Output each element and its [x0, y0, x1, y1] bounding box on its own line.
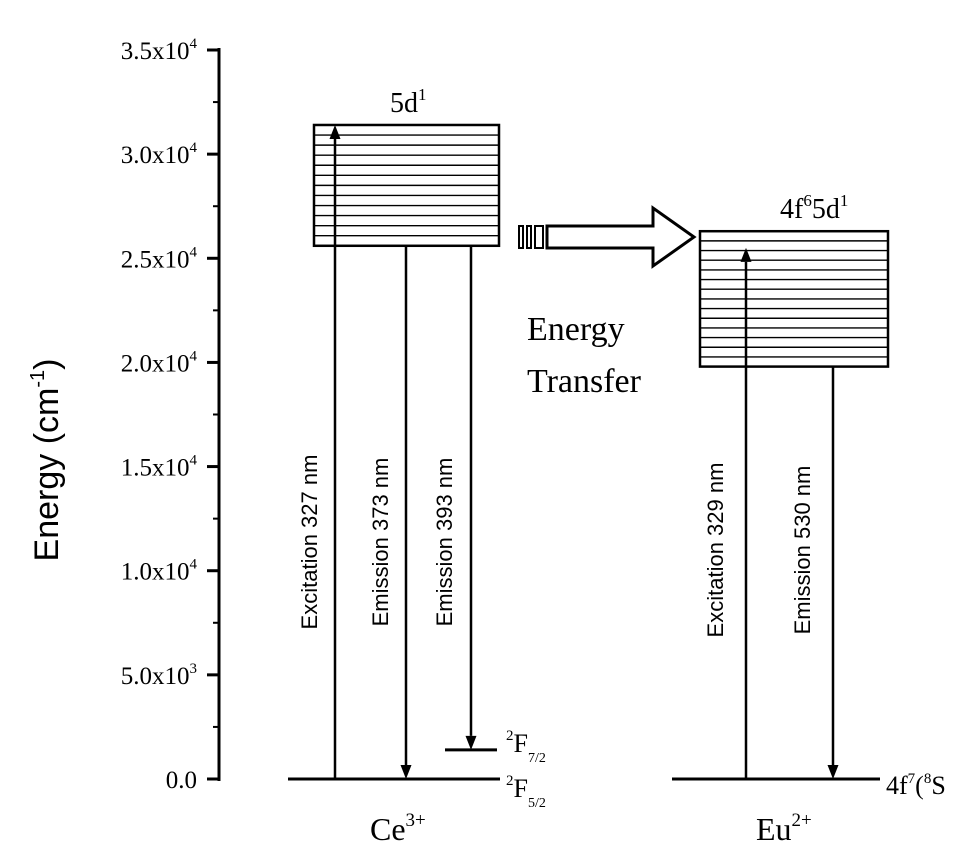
arrowhead-icon — [465, 735, 477, 750]
y-axis-title-sup: -1 — [27, 370, 49, 388]
y-tick-label: 5.0x103 — [121, 661, 197, 690]
arrowhead-icon — [400, 765, 412, 779]
eu-ion-label: Eu2+ — [756, 810, 812, 847]
svg-text:Energy (cm-1): Energy (cm-1) — [27, 359, 66, 562]
ce-ground-term-label: 2F5/2 — [506, 773, 546, 811]
y-axis-title: Energy (cm-1) — [27, 359, 66, 562]
transition-emission-arrow — [827, 366, 839, 779]
eu-ground-term-label: 4f7(8S — [886, 771, 946, 800]
transition-excitation-arrow — [329, 124, 341, 779]
y-axis-title-main: Energy (cm — [28, 388, 66, 562]
ce-transitions: Excitation 327 nm Emission 373 nm Emission… — [297, 124, 477, 779]
y-axis: 0.0 5.0x103 1.0x104 1.5x104 2.0x104 2.5x104 3.… — [27, 36, 221, 794]
transition-label: Emission 373 nm — [368, 458, 393, 627]
y-tick-label: 1.5x104 — [121, 453, 198, 482]
y-axis-title-close: ) — [28, 359, 66, 370]
y-tick-label: 2.0x104 — [121, 348, 198, 377]
transition-label: Excitation 329 nm — [703, 463, 728, 638]
energy-transfer-line1: Energy — [527, 311, 625, 348]
eu-band-label: 4f65d1 — [780, 191, 848, 225]
transition-emission-arrow — [400, 245, 412, 779]
eu-system: 4f65d1 4f7(8S Excitation 329 nm Emission … — [672, 191, 946, 847]
eu-4f65d-band — [698, 229, 890, 368]
transition-label: Emission 530 nm — [790, 466, 815, 635]
eu-transitions: Excitation 329 nm Emission 530 nm — [703, 247, 839, 779]
transition-label: Emission 393 nm — [432, 458, 457, 627]
ce-system: 5d1 2F7/2 2F5/2 Excitation 327 nm Emissio… — [288, 85, 546, 847]
y-tick-label: 3.5x104 — [121, 36, 198, 65]
transition-label: Excitation 327 nm — [297, 455, 322, 630]
energy-transfer-arrow-icon — [518, 205, 697, 269]
arrowhead-icon — [740, 247, 752, 262]
arrowhead-icon — [827, 765, 839, 779]
transition-excitation-arrow — [740, 247, 752, 779]
energy-transfer-line2: Transfer — [527, 363, 642, 400]
ce-ion-label: Ce3+ — [370, 810, 426, 847]
y-tick-label: 1.0x104 — [121, 557, 198, 586]
energy-transfer: Energy Transfer — [518, 205, 697, 400]
arrowhead-icon — [329, 124, 341, 139]
ce-band-label: 5d1 — [390, 85, 427, 119]
y-axis-ticks: 0.0 5.0x103 1.0x104 1.5x104 2.0x104 2.5x104 3.… — [121, 36, 219, 794]
y-tick-label: 3.0x104 — [121, 140, 198, 169]
y-tick-label: 2.5x104 — [121, 244, 198, 273]
transition-emission-arrow — [465, 245, 477, 750]
y-tick-label: 0.0 — [166, 767, 197, 794]
ce-5d-band — [312, 123, 501, 248]
ce-upper-term-label: 2F7/2 — [506, 728, 546, 766]
